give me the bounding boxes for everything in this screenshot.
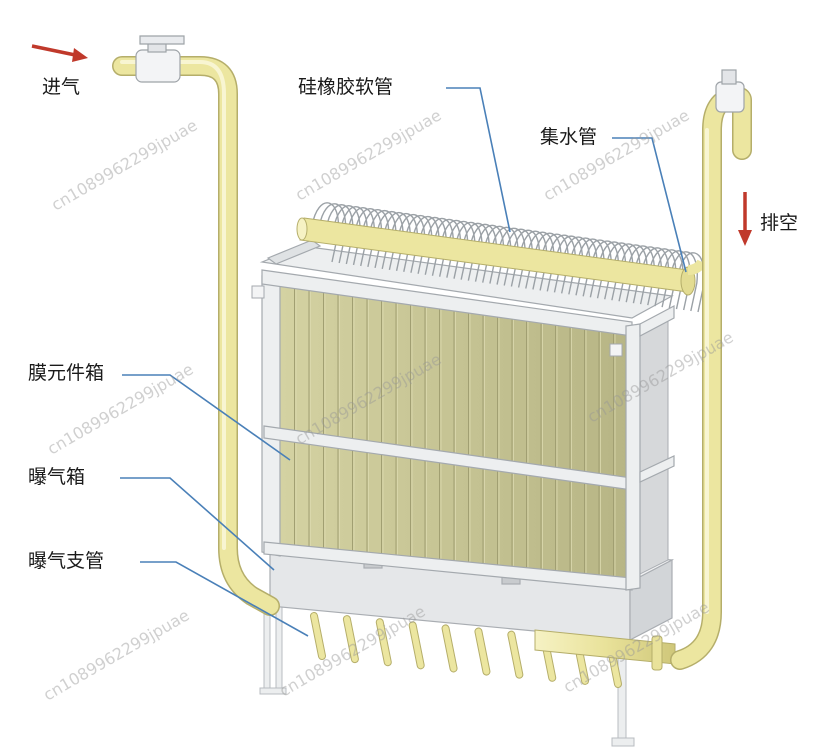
drain-valve [715, 69, 745, 113]
inlet-arrow [31, 44, 88, 62]
leader-aeration-box [120, 477, 275, 571]
inlet-valve [135, 35, 185, 83]
label-drain: 排空 [760, 212, 799, 234]
label-silicone-hose: 硅橡胶软管 [298, 76, 394, 98]
label-inlet: 进气 [42, 76, 81, 98]
membrane-module-box [251, 239, 675, 591]
inlet-pipe [112, 56, 280, 616]
aeration-nozzles [310, 612, 622, 688]
label-membrane-box: 膜元件箱 [28, 362, 105, 384]
aeration-nozzle [475, 628, 490, 675]
membrane-strips [294, 285, 616, 579]
water-collection-pipe [296, 217, 707, 296]
leader-silicone-hose [446, 87, 511, 233]
aeration-nozzle [311, 613, 325, 659]
leader-water-header [612, 137, 687, 273]
aeration-nozzle [442, 625, 457, 672]
label-aeration-box: 曝气箱 [28, 466, 86, 488]
aeration-nozzle [508, 631, 523, 678]
label-aeration-branch: 曝气支管 [28, 550, 105, 572]
aeration-nozzle [376, 619, 391, 666]
leader-aeration-branch [140, 561, 309, 637]
leader-membrane-box [122, 374, 291, 461]
leader-lines [120, 87, 687, 637]
drain-arrow [738, 192, 752, 246]
aeration-nozzle [409, 622, 424, 669]
drain-pipe [670, 86, 752, 670]
aeration-nozzle [343, 616, 358, 663]
label-water-header: 集水管 [540, 126, 598, 148]
